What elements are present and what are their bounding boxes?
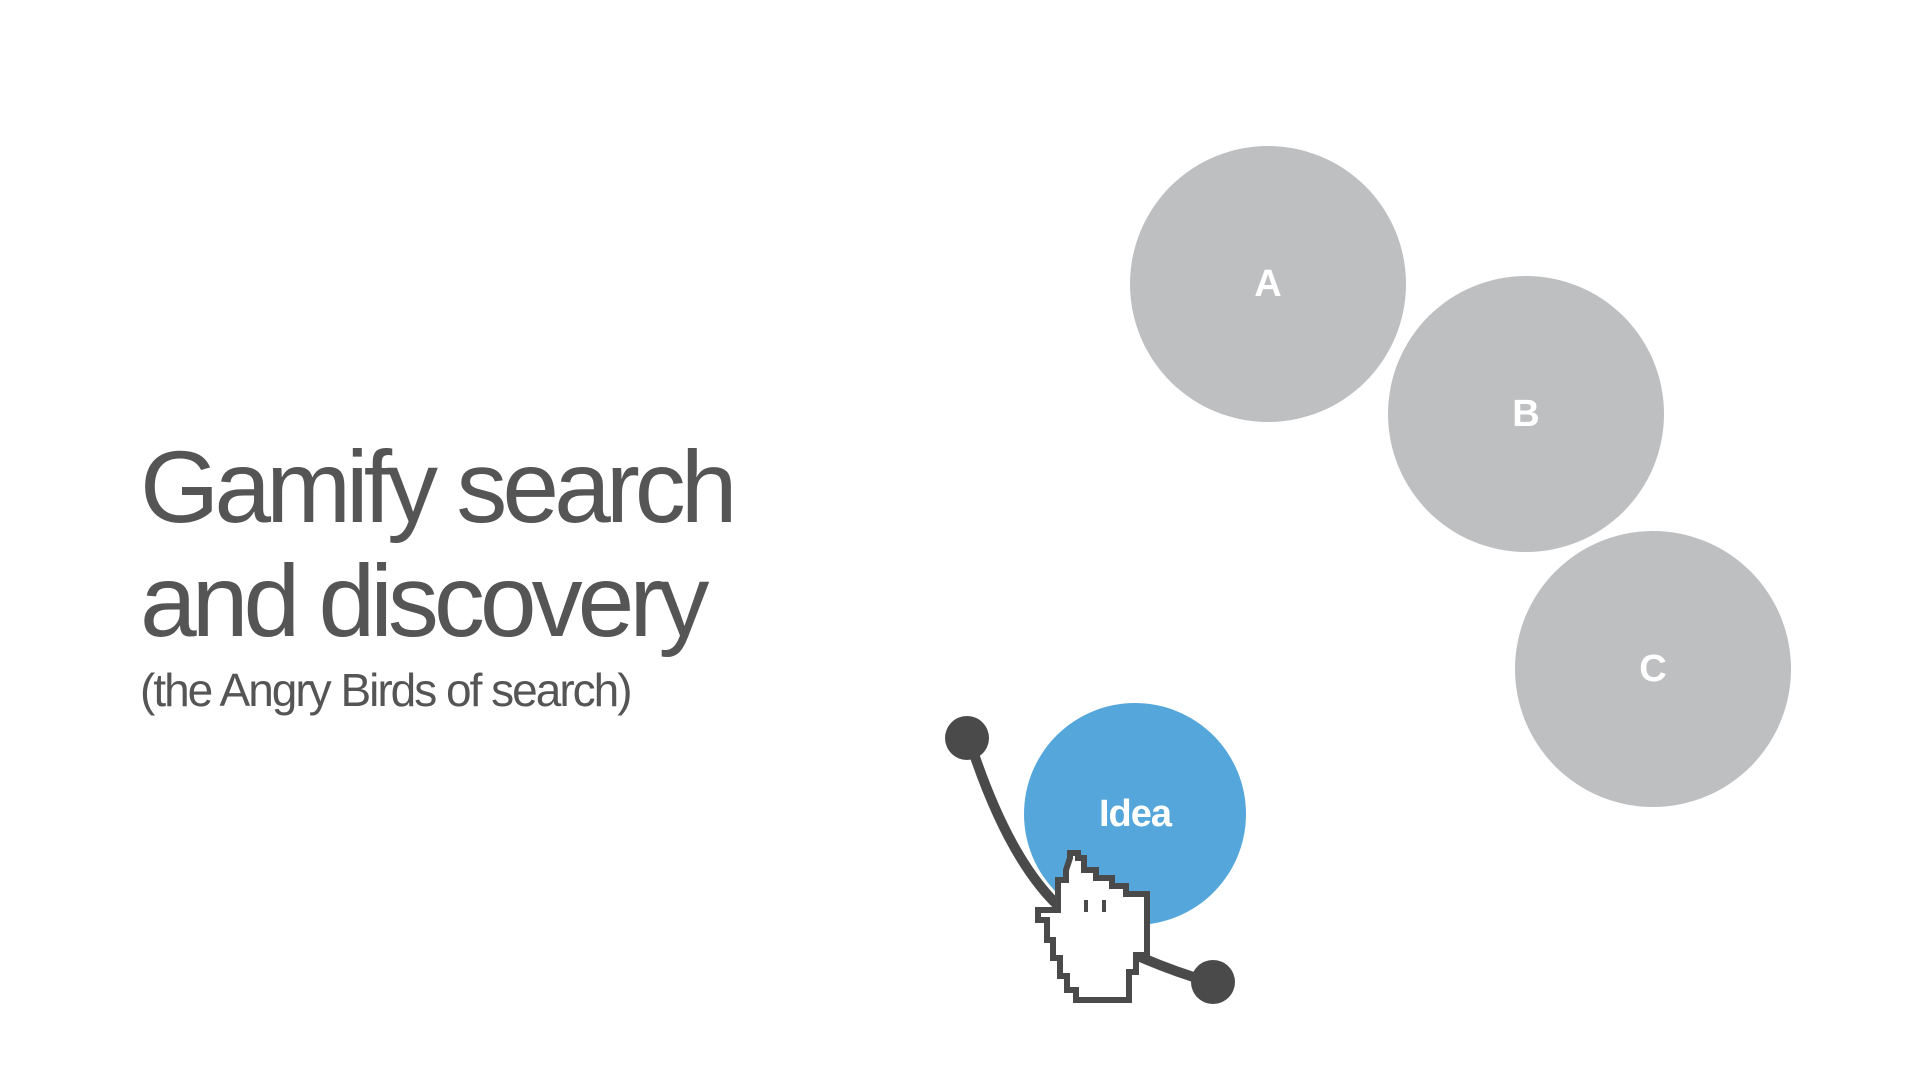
- target-label-a: A: [1254, 262, 1282, 305]
- title-line-1: Gamify search: [140, 430, 738, 544]
- target-circle-a: A: [1130, 146, 1406, 422]
- slingshot-anchor-right: [1191, 960, 1235, 1004]
- subtitle: (the Angry Birds of search): [140, 664, 633, 716]
- target-circle-b: B: [1388, 276, 1664, 552]
- idea-projectile[interactable]: Idea: [1024, 703, 1246, 925]
- target-label-c: C: [1639, 647, 1667, 690]
- slingshot-band-right: [1133, 951, 1215, 987]
- idea-label: Idea: [1098, 792, 1172, 835]
- target-label-b: B: [1512, 392, 1540, 435]
- target-circle-c: C: [1515, 531, 1791, 807]
- slingshot-anchor-left: [945, 716, 989, 760]
- title-line-2: and discovery: [140, 544, 709, 658]
- title-block: Gamify search and discovery (the Angry B…: [140, 430, 738, 718]
